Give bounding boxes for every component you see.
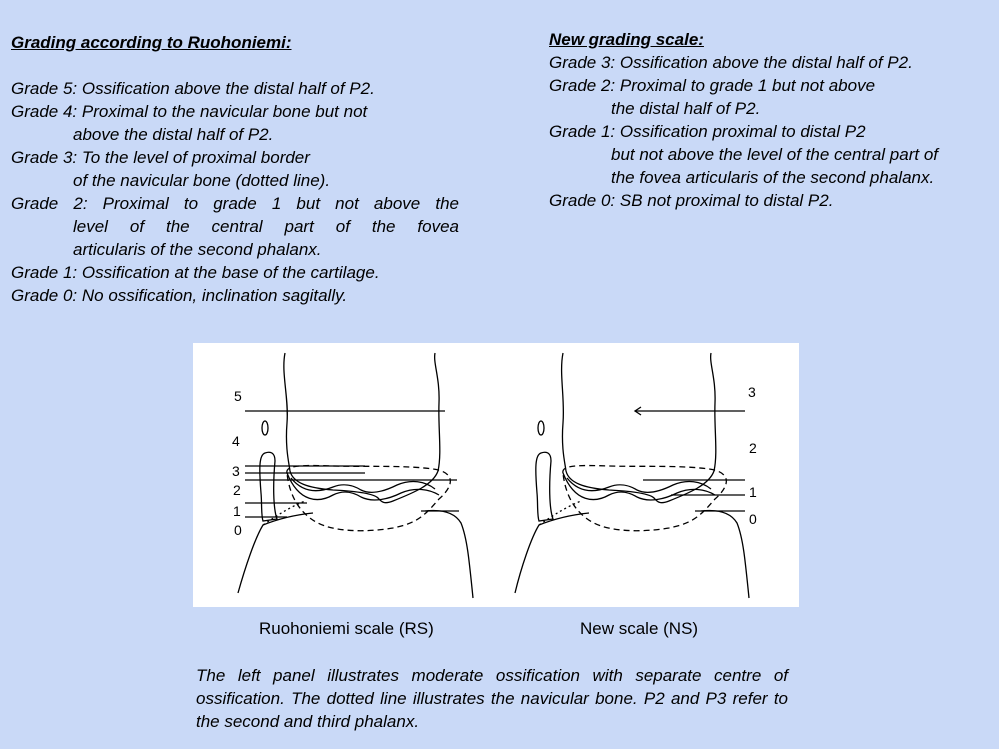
- ruohoniemi-grade-0: Grade 0: No ossification, inclination sa…: [11, 286, 348, 305]
- right-lower-phalanx: [514, 509, 750, 599]
- new-grading-list: New grading scale: Grade 3: Ossification…: [549, 28, 994, 212]
- right-grade-lines: [635, 410, 745, 512]
- right-label-1: 1: [749, 484, 757, 500]
- ruohoniemi-grade-3-line-1: Grade 3: To the level of proximal border: [11, 148, 310, 167]
- new-scale-grade-0: Grade 0: SB not proximal to distal P2.: [549, 191, 834, 210]
- right-label-0: 0: [749, 511, 757, 527]
- left-grade-lines: [245, 410, 459, 518]
- right-grade-labels: 3 2 1 0: [748, 384, 757, 527]
- right-navicular-dashed: [562, 464, 727, 532]
- left-panel-caption: Ruohoniemi scale (RS): [259, 619, 434, 638]
- ruohoniemi-grade-3-line-2: of the navicular bone (dotted line).: [73, 171, 331, 190]
- new-scale-grade-2: Grade 2: Proximal to grade 1 but not abo…: [549, 74, 994, 120]
- ruohoniemi-grade-3: Grade 3: To the level of proximal border…: [11, 146, 459, 192]
- left-label-0: 0: [234, 522, 242, 538]
- left-lower-phalanx: [237, 509, 474, 599]
- left-navicular-dashed: [286, 464, 451, 532]
- right-panel-caption: New scale (NS): [580, 619, 699, 638]
- left-label-1: 1: [233, 503, 241, 519]
- new-scale-grade-1: Grade 1: Ossification proximal to distal…: [549, 120, 994, 189]
- ruohoniemi-grade-4: Grade 4: Proximal to the navicular bone …: [11, 100, 459, 146]
- left-fovea-curve: [286, 472, 440, 501]
- left-label-4: 4: [232, 433, 240, 449]
- ruohoniemi-heading: Grading according to Ruohoniemi:: [11, 33, 292, 52]
- ruohoniemi-grade-4-line-2: above the distal half of P2.: [73, 125, 274, 144]
- right-dotted-navicular: [538, 500, 582, 526]
- left-dotted-navicular: [262, 500, 306, 526]
- ruohoniemi-grade-2-line-2: level of the central part of the fovea: [73, 217, 459, 236]
- left-label-5: 5: [234, 388, 242, 404]
- ruohoniemi-grade-4-line-1: Grade 4: Proximal to the navicular bone …: [11, 102, 368, 121]
- new-scale-grade-1-line-1: Grade 1: Ossification proximal to distal…: [549, 122, 866, 141]
- new-scale-grade-2-line-1: Grade 2: Proximal to grade 1 but not abo…: [549, 76, 876, 95]
- right-phalanx-outline: [560, 352, 717, 504]
- new-scale-heading: New grading scale:: [549, 30, 704, 49]
- new-scale-grade-2-line-2: the distal half of P2.: [611, 99, 761, 118]
- new-scale-grade-1-line-3: the fovea articularis of the second phal…: [611, 168, 935, 187]
- left-grade-labels: 5 4 3 2 1 0: [232, 388, 242, 538]
- left-phalanx-outline: [283, 352, 441, 504]
- right-label-2: 2: [749, 440, 757, 456]
- new-scale-grade-3: Grade 3: Ossification above the distal h…: [549, 53, 913, 72]
- grading-figure: 5 4 3 2 1 0 3 2 1 0: [193, 343, 799, 607]
- right-label-3: 3: [748, 384, 756, 400]
- ruohoniemi-grade-2-line-3: articularis of the second phalanx.: [73, 240, 322, 259]
- right-cartilage: [535, 420, 554, 522]
- right-fovea-curve: [562, 472, 716, 501]
- right-arrow-icon: [633, 406, 642, 416]
- figure-note: The left panel illustrates moderate ossi…: [196, 666, 788, 731]
- left-label-3: 3: [232, 463, 240, 479]
- ruohoniemi-grade-1: Grade 1: Ossification at the base of the…: [11, 263, 380, 282]
- grading-figure-drawing: 5 4 3 2 1 0 3 2 1 0: [232, 352, 757, 599]
- left-cartilage: [259, 420, 278, 522]
- ruohoniemi-grade-2-line-1: Grade 2: Proximal to grade 1 but not abo…: [11, 194, 459, 213]
- left-label-2: 2: [233, 482, 241, 498]
- new-scale-grade-1-line-2: but not above the level of the central p…: [611, 145, 938, 164]
- ruohoniemi-grade-2: Grade 2: Proximal to grade 1 but not abo…: [11, 192, 459, 261]
- ruohoniemi-grade-5: Grade 5: Ossification above the distal h…: [11, 79, 375, 98]
- ruohoniemi-grading-list: Grading according to Ruohoniemi: Grade 5…: [11, 31, 459, 307]
